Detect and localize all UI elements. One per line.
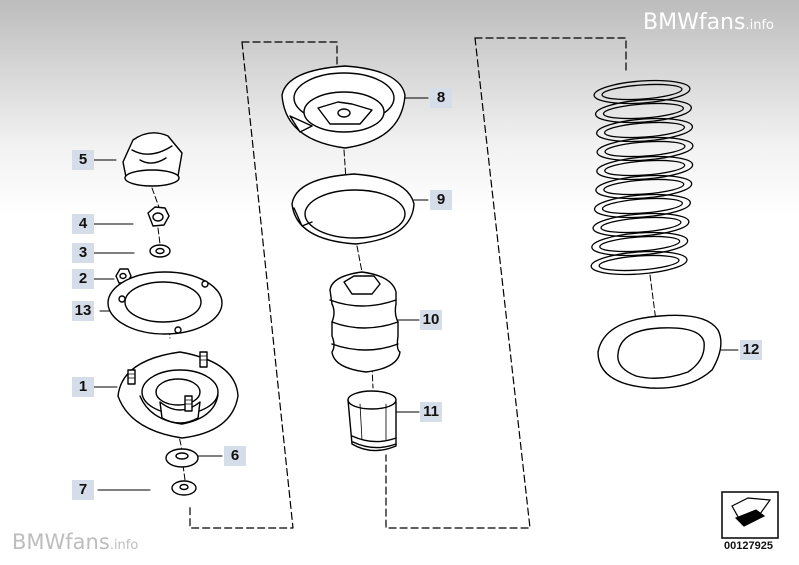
spring-coil xyxy=(593,79,691,105)
spring-coil xyxy=(596,155,694,181)
callout-3[interactable]: 3 xyxy=(72,243,94,263)
callout-2[interactable]: 2 xyxy=(72,269,94,289)
spring-coil xyxy=(595,117,694,143)
part-12-coil-spring xyxy=(590,79,694,276)
part-4-nut xyxy=(147,206,170,227)
spring-coil xyxy=(604,159,686,177)
callout-13[interactable]: 13 xyxy=(72,301,94,321)
part-8-upper-spring-seat xyxy=(281,65,406,149)
callout-10[interactable]: 10 xyxy=(420,310,442,330)
watermark-bottom-suffix: .info xyxy=(109,538,139,553)
spring-coil xyxy=(604,140,686,158)
part-6-disc xyxy=(165,448,199,468)
callout-12[interactable]: 12 xyxy=(740,340,762,360)
part-3-washer xyxy=(149,244,171,258)
watermark-top-suffix: .info xyxy=(745,18,774,33)
part-9-isolator xyxy=(291,173,415,245)
callout-5[interactable]: 5 xyxy=(72,150,94,170)
part-11-sleeve xyxy=(347,390,397,452)
callout-6[interactable]: 6 xyxy=(224,446,246,466)
reference-arrow-icon xyxy=(721,491,779,539)
spring-coil xyxy=(591,231,689,257)
watermark-bottom-brand: BMWfans xyxy=(12,530,110,554)
part-5-cap xyxy=(122,132,183,187)
spring-coil xyxy=(603,178,685,196)
part-2-small-nut xyxy=(115,268,132,284)
dashed-group-outline-left xyxy=(189,41,338,529)
spring-coil xyxy=(596,136,694,162)
spring-coil xyxy=(592,212,690,238)
spring-coil xyxy=(590,250,688,276)
diagram-reference-number: 00127925 xyxy=(724,540,773,552)
watermark-top: BMWfans.info xyxy=(643,10,774,35)
part-13-gasket xyxy=(107,271,223,335)
spring-coil xyxy=(601,83,683,101)
callout-8[interactable]: 8 xyxy=(430,88,452,108)
spring-coil xyxy=(600,216,682,234)
callout-4[interactable]: 4 xyxy=(72,214,94,234)
callout-7[interactable]: 7 xyxy=(72,480,94,500)
spring-coil xyxy=(599,235,681,253)
dashed-group-outline-middle xyxy=(385,37,627,529)
watermark-bottom: BMWfans.info xyxy=(12,530,138,554)
part-7-washer xyxy=(171,480,197,496)
part-1-strut-mount xyxy=(117,351,239,439)
callout-9[interactable]: 9 xyxy=(430,190,452,210)
part-10-bump-stop xyxy=(329,271,401,373)
spring-coil xyxy=(598,254,680,272)
callout-1[interactable]: 1 xyxy=(72,377,94,397)
spring-coil xyxy=(601,197,683,215)
part-12-spring-pad xyxy=(597,314,722,389)
spring-coil xyxy=(594,98,692,124)
spring-coil xyxy=(593,193,691,219)
spring-coil xyxy=(603,121,686,139)
callout-11[interactable]: 11 xyxy=(420,402,442,422)
spring-coil xyxy=(602,102,684,120)
spring-coil xyxy=(595,174,693,200)
watermark-top-brand: BMWfans xyxy=(643,10,746,35)
